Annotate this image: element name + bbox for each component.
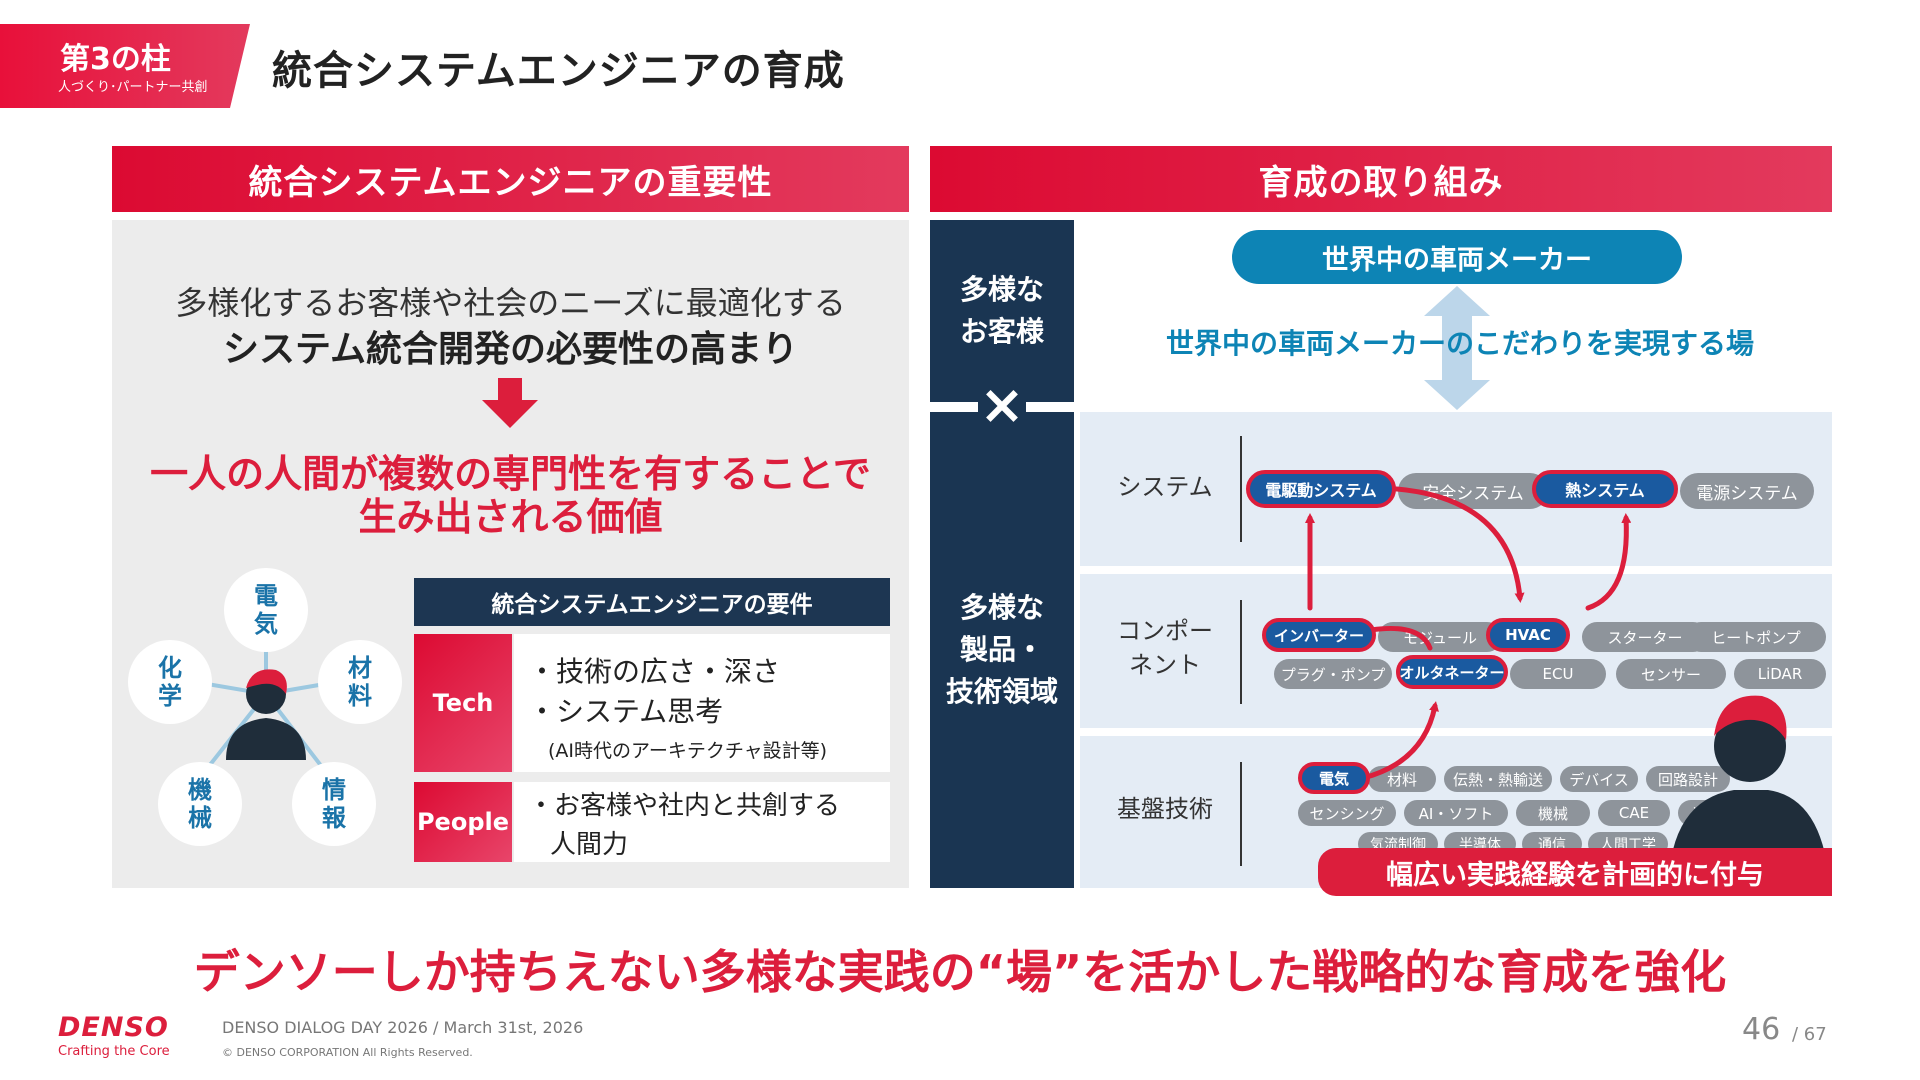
tech-body (514, 634, 890, 772)
people-label: People (414, 782, 512, 862)
event-info: DENSO DIALOG DAY 2026 / March 31st, 2026 (222, 1018, 584, 1037)
copyright: © DENSO CORPORATION All Rights Reserved. (222, 1046, 473, 1059)
closing-message: デンソーしか持ちえない多様な実践の“場”を活かした戦略的な育成を強化 (193, 945, 1727, 999)
chip-sensor: センサー (1616, 659, 1726, 689)
vehicle-makers-caption: 世界中の車両メーカーのこだわりを実現する場 (1165, 327, 1754, 360)
chip-mechanical: 機械 (1516, 800, 1590, 826)
tech-label: Tech (414, 634, 512, 772)
denso-logo: DENSO (58, 1012, 169, 1043)
page-number: 46 (1742, 1012, 1781, 1047)
intro-line-1: 多様化するお客様や社会のニーズに最適化する (175, 284, 846, 322)
pillar-title: 第3の柱 (60, 42, 171, 77)
intro-line-2: システム統合開発の必要性の高まり (223, 329, 798, 370)
tech-note: (AI時代のアーキテクチャ設計等) (548, 740, 828, 762)
value-line-1: 一人の人間が複数の専門性を有することで (150, 452, 871, 496)
band-system-label: システム (1117, 473, 1213, 501)
chip-circuit-design: 回路設計 (1646, 766, 1730, 792)
chip-e-drive-system: 電駆動システム (1246, 470, 1396, 508)
band-base-label: 基盤技術 (1117, 795, 1213, 823)
engineer-person-icon (226, 669, 306, 760)
page-total: / 67 (1792, 1024, 1827, 1045)
requirements-heading: 統合システムエンジニアの要件 (414, 578, 890, 626)
people-body (514, 782, 890, 862)
people-line-2: 人間力 (550, 830, 629, 860)
page-title: 統合システムエンジニアの育成 (272, 48, 845, 94)
left-panel (112, 220, 909, 888)
chip-alternator: オルタネーター (1396, 655, 1508, 689)
chip-ecu: ECU (1510, 659, 1606, 689)
band-component-label: コンポーネント (1117, 617, 1213, 679)
chip-cae: CAE (1598, 800, 1670, 826)
skill-information: 情報 (292, 762, 376, 846)
value-line-2: 生み出される価値 (358, 495, 663, 539)
left-section-heading: 統合システムエンジニアの重要性 (112, 146, 909, 212)
divider (1240, 436, 1242, 542)
pillar-subtitle: 人づくり･パートナー共創 (58, 80, 208, 95)
divider (1240, 762, 1242, 866)
skill-electric: 電気 (224, 568, 308, 652)
vehicle-makers-pill: 世界中の車両メーカー (1232, 230, 1682, 284)
pillar-tag (0, 24, 250, 108)
denso-tagline: Crafting the Core (58, 1044, 170, 1059)
double-arrow-icon (1424, 286, 1490, 410)
chip-thermal-system: 熱システム (1532, 470, 1678, 508)
chip-plug-pump: プラグ・ポンプ (1274, 659, 1392, 689)
down-arrow-icon (482, 378, 538, 428)
right-section-heading: 育成の取り組み (930, 146, 1832, 212)
tech-line-2: ・システム思考 (528, 695, 724, 728)
diverse-products: 多様な製品・技術領域 (930, 412, 1074, 888)
chip-inverter: インバーター (1262, 618, 1376, 652)
chip-sensing: センシング (1298, 800, 1396, 826)
chip-heat-pump: ヒートポンプ (1686, 622, 1826, 652)
skill-materials: 材料 (318, 640, 402, 724)
cross-icon: × (978, 372, 1026, 436)
experience-banner: 幅広い実践経験を計画的に付与 (1318, 848, 1832, 896)
chip-hvac: HVAC (1486, 618, 1570, 652)
divider (1240, 600, 1242, 704)
chip-electric: 電気 (1298, 762, 1370, 794)
tech-line-1: ・技術の広さ・深さ (528, 655, 781, 688)
skill-mechanical: 機械 (158, 762, 242, 846)
chip-device: デバイス (1560, 766, 1638, 792)
chip-power-system: 電源システム (1680, 473, 1814, 509)
chip-heat-transfer: 伝熱・熱輸送 (1444, 766, 1552, 792)
people-line-1: ・お客様や社内と共創する (528, 791, 841, 821)
chip-lidar: LiDAR (1734, 659, 1826, 689)
diverse-customers: 多様なお客様 (930, 220, 1074, 402)
chip-ai-software: AI・ソフト (1404, 800, 1508, 826)
skill-chemistry: 化学 (128, 640, 212, 724)
